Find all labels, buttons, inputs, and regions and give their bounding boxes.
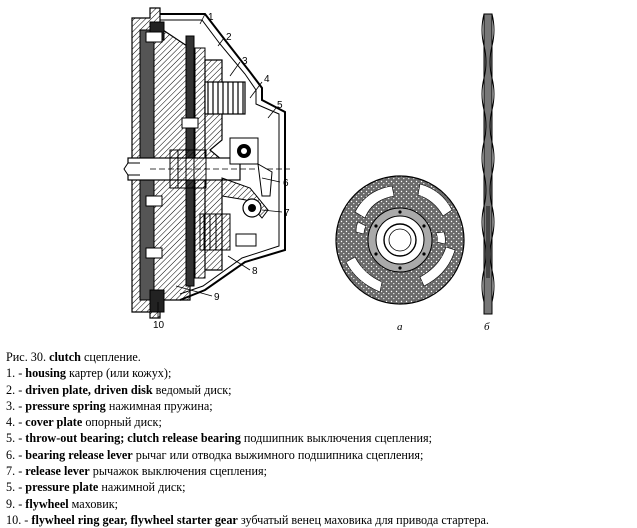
- clutch-drawing: 1 2 3 4 5 6 7 8 9 10: [123, 7, 495, 333]
- driven-disk-face-view: а: [335, 175, 465, 333]
- caption-item-number: 6. -: [6, 447, 26, 462]
- clutch-cross-section: 1 2 3 4 5 6 7 8 9 10: [123, 7, 290, 331]
- callout-10: 10: [153, 320, 165, 331]
- caption-title-prefix: Рис. 30.: [6, 350, 50, 364]
- caption-item: 9. - flywheel маховик;: [6, 496, 634, 512]
- caption-item-english-term: bearing release lever: [25, 447, 133, 462]
- caption-item: 1. - housing картер (или кожух);: [6, 365, 634, 381]
- callout-5: 5: [277, 100, 283, 111]
- caption-item-number: 10. -: [6, 512, 32, 527]
- caption-item-translation: маховик;: [68, 496, 119, 511]
- caption-item-english-term: pressure spring: [25, 398, 106, 413]
- caption-title-translation: сцепление.: [80, 350, 141, 364]
- caption-item-number: 4. -: [6, 415, 26, 430]
- caption-item-translation: зубчатый венец маховика для привода стар…: [237, 512, 489, 527]
- caption-item-english-term: flywheel ring gear, flywheel starter gea…: [31, 512, 238, 527]
- subfigure-label-a: а: [397, 321, 403, 333]
- caption-item-number: 9. -: [6, 496, 26, 511]
- callout-4: 4: [264, 74, 270, 85]
- caption-item: 4. - cover plate опорный диск;: [6, 414, 634, 430]
- caption-item-english-term: throw-out bearing; clutch release bearin…: [25, 431, 241, 446]
- caption-item-translation: подшипник выключения сцепления;: [240, 431, 432, 446]
- caption-item-translation: нажимной диск;: [98, 480, 186, 495]
- caption-item-english-term: driven plate, driven disk: [25, 382, 153, 397]
- caption-item-translation: нажимная пружина;: [105, 398, 213, 413]
- pressure-spring: [204, 81, 246, 115]
- caption-title: Рис. 30. clutch сцепление.: [6, 349, 634, 365]
- caption-item-english-term: flywheel: [25, 496, 69, 511]
- caption-item-translation: рычаг или отводка выжимного подшипника с…: [132, 447, 424, 462]
- caption-item-number: 5. -: [6, 431, 26, 446]
- callout-1: 1: [208, 12, 214, 23]
- callout-8: 8: [252, 266, 258, 277]
- caption-item-english-term: release lever: [25, 464, 90, 479]
- caption-item-number: 7. -: [6, 464, 26, 479]
- caption-item: 10. - flywheel ring gear, flywheel start…: [6, 512, 634, 528]
- caption-item: 5. - pressure plate нажимной диск;: [6, 479, 634, 495]
- caption-item-english-term: housing: [25, 366, 66, 381]
- callout-3: 3: [242, 56, 248, 67]
- caption-title-term: clutch: [49, 350, 81, 364]
- caption-item-number: 3. -: [6, 398, 26, 413]
- clutch-figure: 1 2 3 4 5 6 7 8 9 10: [123, 7, 495, 333]
- callout-2: 2: [226, 32, 232, 43]
- driven-disk-edge-view: б: [481, 13, 495, 333]
- caption-item-english-term: cover plate: [25, 415, 83, 430]
- caption-item-translation: ведомый диск;: [152, 382, 232, 397]
- subfigure-label-b: б: [484, 321, 490, 333]
- caption-item-english-term: pressure plate: [25, 480, 99, 495]
- caption-item: 5. - throw-out bearing; clutch release b…: [6, 430, 634, 446]
- caption-item-number: 2. -: [6, 382, 26, 397]
- caption-item-translation: опорный диск;: [82, 415, 162, 430]
- caption-item: 3. - pressure spring нажимная пружина;: [6, 398, 634, 414]
- caption-item-number: 1. -: [6, 366, 26, 381]
- figure-caption: Рис. 30. clutch сцепление. 1. - housing …: [6, 349, 634, 528]
- callout-9: 9: [214, 292, 220, 303]
- caption-item-number: 5. -: [6, 480, 26, 495]
- caption-item: 6. - bearing release lever рычаг или отв…: [6, 447, 634, 463]
- caption-item: 7. - release lever рычажок выключения сц…: [6, 463, 634, 479]
- caption-item-translation: картер (или кожух);: [65, 366, 172, 381]
- callout-6: 6: [283, 178, 289, 189]
- caption-item-translation: рычажок выключения сцепления;: [89, 464, 267, 479]
- caption-item: 2. - driven plate, driven disk ведомый д…: [6, 382, 634, 398]
- callout-7: 7: [284, 208, 290, 219]
